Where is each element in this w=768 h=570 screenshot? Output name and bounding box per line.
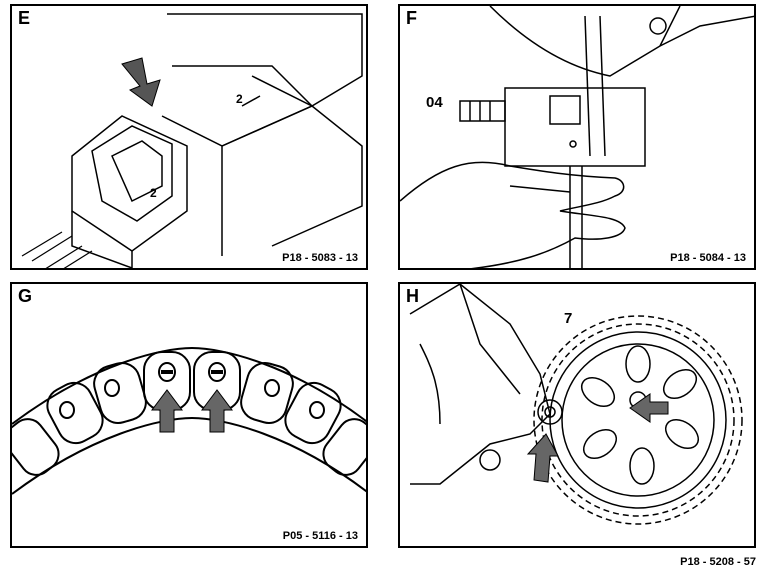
panel-e: E 2 2 P18 - 5083 - 13: [10, 4, 368, 270]
terminal-label: 2: [236, 92, 243, 106]
panel-g-illustration: [12, 346, 366, 495]
panel-letter: H: [406, 286, 419, 306]
panel-h-illustration: [409, 284, 743, 525]
panel-e-illustration: [21, 13, 363, 268]
figure-code: P18 - 5208 - 57: [680, 556, 756, 568]
sprocket-number-label: 7: [564, 310, 573, 327]
panel-f: F 04 P18 - 5084 - 13: [398, 4, 756, 270]
terminal-label-2: 2: [150, 186, 157, 200]
panel-g: G: [10, 282, 368, 548]
panel-letter: F: [406, 8, 417, 28]
panel-code: P18 - 5083 - 13: [280, 252, 360, 264]
panel-letter: E: [18, 8, 31, 28]
panel-f-illustration: [400, 6, 754, 268]
panel-h: H 7: [398, 282, 756, 548]
tool-number-label: 04: [426, 94, 443, 111]
panel-code: P18 - 5084 - 13: [668, 252, 748, 264]
panel-letter: G: [18, 286, 33, 306]
panel-code: P05 - 5116 - 13: [280, 530, 360, 542]
